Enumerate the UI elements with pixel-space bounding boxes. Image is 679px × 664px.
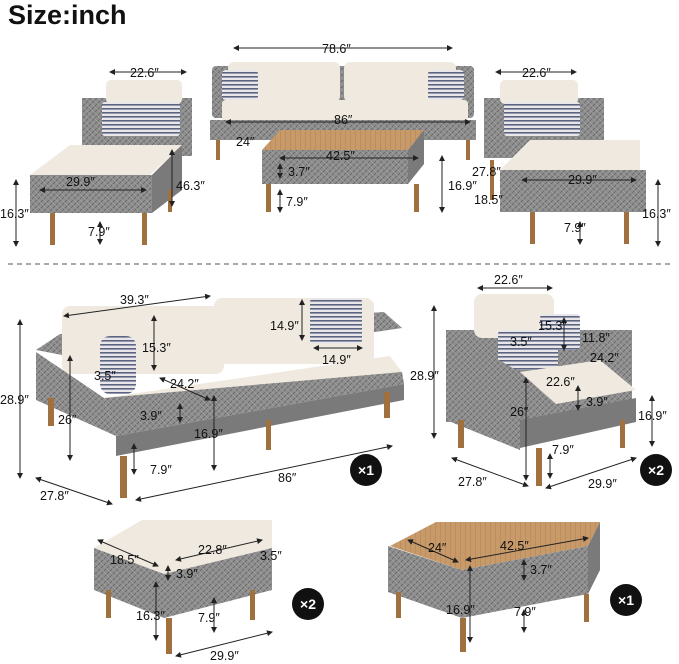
chair-arm-height: 26″ bbox=[510, 405, 529, 419]
sofa-detail-drawing bbox=[36, 298, 404, 498]
ov-chair-right-depth: 27.8″ bbox=[472, 165, 501, 179]
ov-table-length: 42.5″ bbox=[326, 149, 355, 163]
ottoman-detail-drawing bbox=[94, 520, 272, 654]
chair-seat-width: 22.6″ bbox=[546, 375, 575, 389]
chair-overall-height: 28.9″ bbox=[410, 369, 439, 383]
ov-chair-right-ottoman: 18.5″ bbox=[474, 193, 503, 207]
sofa-pillow-width: 14.9″ bbox=[322, 353, 351, 367]
chair-width: 22.6″ bbox=[494, 273, 523, 287]
chair-detail-drawing bbox=[446, 294, 636, 486]
overview-chair-left bbox=[30, 80, 192, 245]
sofa-overall-height: 28.9″ bbox=[0, 393, 29, 407]
ottoman-cushion: 3.9″ bbox=[176, 567, 198, 581]
table-length: 42.5″ bbox=[500, 539, 529, 553]
sofa-cushion: 3.9″ bbox=[140, 409, 162, 423]
chair-quantity-badge: ×2 bbox=[640, 454, 672, 486]
table-height: 16.9″ bbox=[446, 603, 475, 617]
sofa-back-height: 15.3″ bbox=[142, 341, 171, 355]
ov-chair-right-height: 16.3″ bbox=[642, 207, 671, 221]
ov-chair-left-depth: 46.3″ bbox=[176, 179, 205, 193]
ottoman-leg: 7.9″ bbox=[198, 611, 220, 625]
sofa-leg: 7.9″ bbox=[150, 463, 172, 477]
sofa-detail-dimension-lines bbox=[17, 293, 393, 506]
ottoman-arm: 3.5″ bbox=[260, 549, 282, 563]
table-leg: 7.9″ bbox=[514, 605, 536, 619]
chair-cushion: 3.9″ bbox=[586, 395, 608, 409]
chair-seat-height: 16.9″ bbox=[638, 409, 667, 423]
chair-length: 29.9″ bbox=[588, 477, 617, 491]
chair-detail-dimension-lines bbox=[431, 285, 655, 490]
sofa-arm-height: 26″ bbox=[58, 413, 77, 427]
sofa-arm: 3.5″ bbox=[94, 369, 116, 383]
svg-text:×2: ×2 bbox=[648, 462, 664, 478]
sofa-pillow-height: 14.9″ bbox=[270, 319, 299, 333]
chair-arm: 3.5″ bbox=[510, 335, 532, 349]
ottoman-quantity-badge: ×2 bbox=[292, 588, 324, 620]
ottoman-depth: 18.5″ bbox=[110, 553, 139, 567]
chair-leg: 7.9″ bbox=[552, 443, 574, 457]
chair-pillow: 11.8″ bbox=[582, 331, 610, 345]
ov-sofa-width: 78.6″ bbox=[322, 42, 351, 56]
ov-table-width: 24″ bbox=[236, 135, 255, 149]
ov-chair-right-seat: 29.9″ bbox=[568, 173, 597, 187]
ov-chair-left-seat: 29.9″ bbox=[66, 175, 95, 189]
svg-text:×2: ×2 bbox=[300, 596, 316, 612]
ov-sofa-length: 86″ bbox=[334, 113, 353, 127]
ov-table-leg: 7.9″ bbox=[286, 195, 308, 209]
ov-table-shelf: 3.7″ bbox=[288, 165, 310, 179]
sofa-seat-height: 16.9″ bbox=[194, 427, 223, 441]
ottoman-width: 22.8″ bbox=[198, 543, 227, 557]
svg-text:×1: ×1 bbox=[358, 462, 374, 478]
table-quantity-badge: ×1 bbox=[610, 584, 642, 616]
chair-back-height: 15.3″ bbox=[538, 319, 567, 333]
sofa-depth: 27.8″ bbox=[40, 489, 69, 503]
sofa-seat-depth: 24.2″ bbox=[170, 377, 199, 391]
overview-chair-right bbox=[484, 80, 646, 244]
svg-text:×1: ×1 bbox=[618, 592, 634, 608]
ottoman-height: 16.3″ bbox=[136, 609, 165, 623]
ov-chair-left-height: 16.3″ bbox=[0, 207, 29, 221]
ov-chair-right-width: 22.6″ bbox=[522, 66, 551, 80]
table-shelf: 3.7″ bbox=[530, 563, 552, 577]
ov-table-height: 16.9″ bbox=[448, 179, 477, 193]
sofa-quantity-badge: ×1 bbox=[350, 454, 382, 486]
ottoman-dimension-lines bbox=[97, 538, 273, 658]
overview-dimension-lines bbox=[13, 45, 661, 247]
sofa-length: 86″ bbox=[278, 471, 297, 485]
chair-seat-depth: 24.2″ bbox=[590, 351, 619, 365]
ov-chair-left-width: 22.6″ bbox=[130, 66, 159, 80]
table-detail-dimension-lines bbox=[407, 535, 589, 643]
sofa-back-width: 39.3″ bbox=[120, 293, 149, 307]
table-width: 24″ bbox=[428, 541, 447, 555]
chair-depth: 27.8″ bbox=[458, 475, 487, 489]
ottoman-length: 29.9″ bbox=[210, 649, 239, 663]
ov-chair-right-leg: 7.9″ bbox=[564, 221, 586, 235]
ov-chair-left-leg: 7.9″ bbox=[88, 225, 110, 239]
page-title: Size:inch bbox=[8, 0, 127, 30]
